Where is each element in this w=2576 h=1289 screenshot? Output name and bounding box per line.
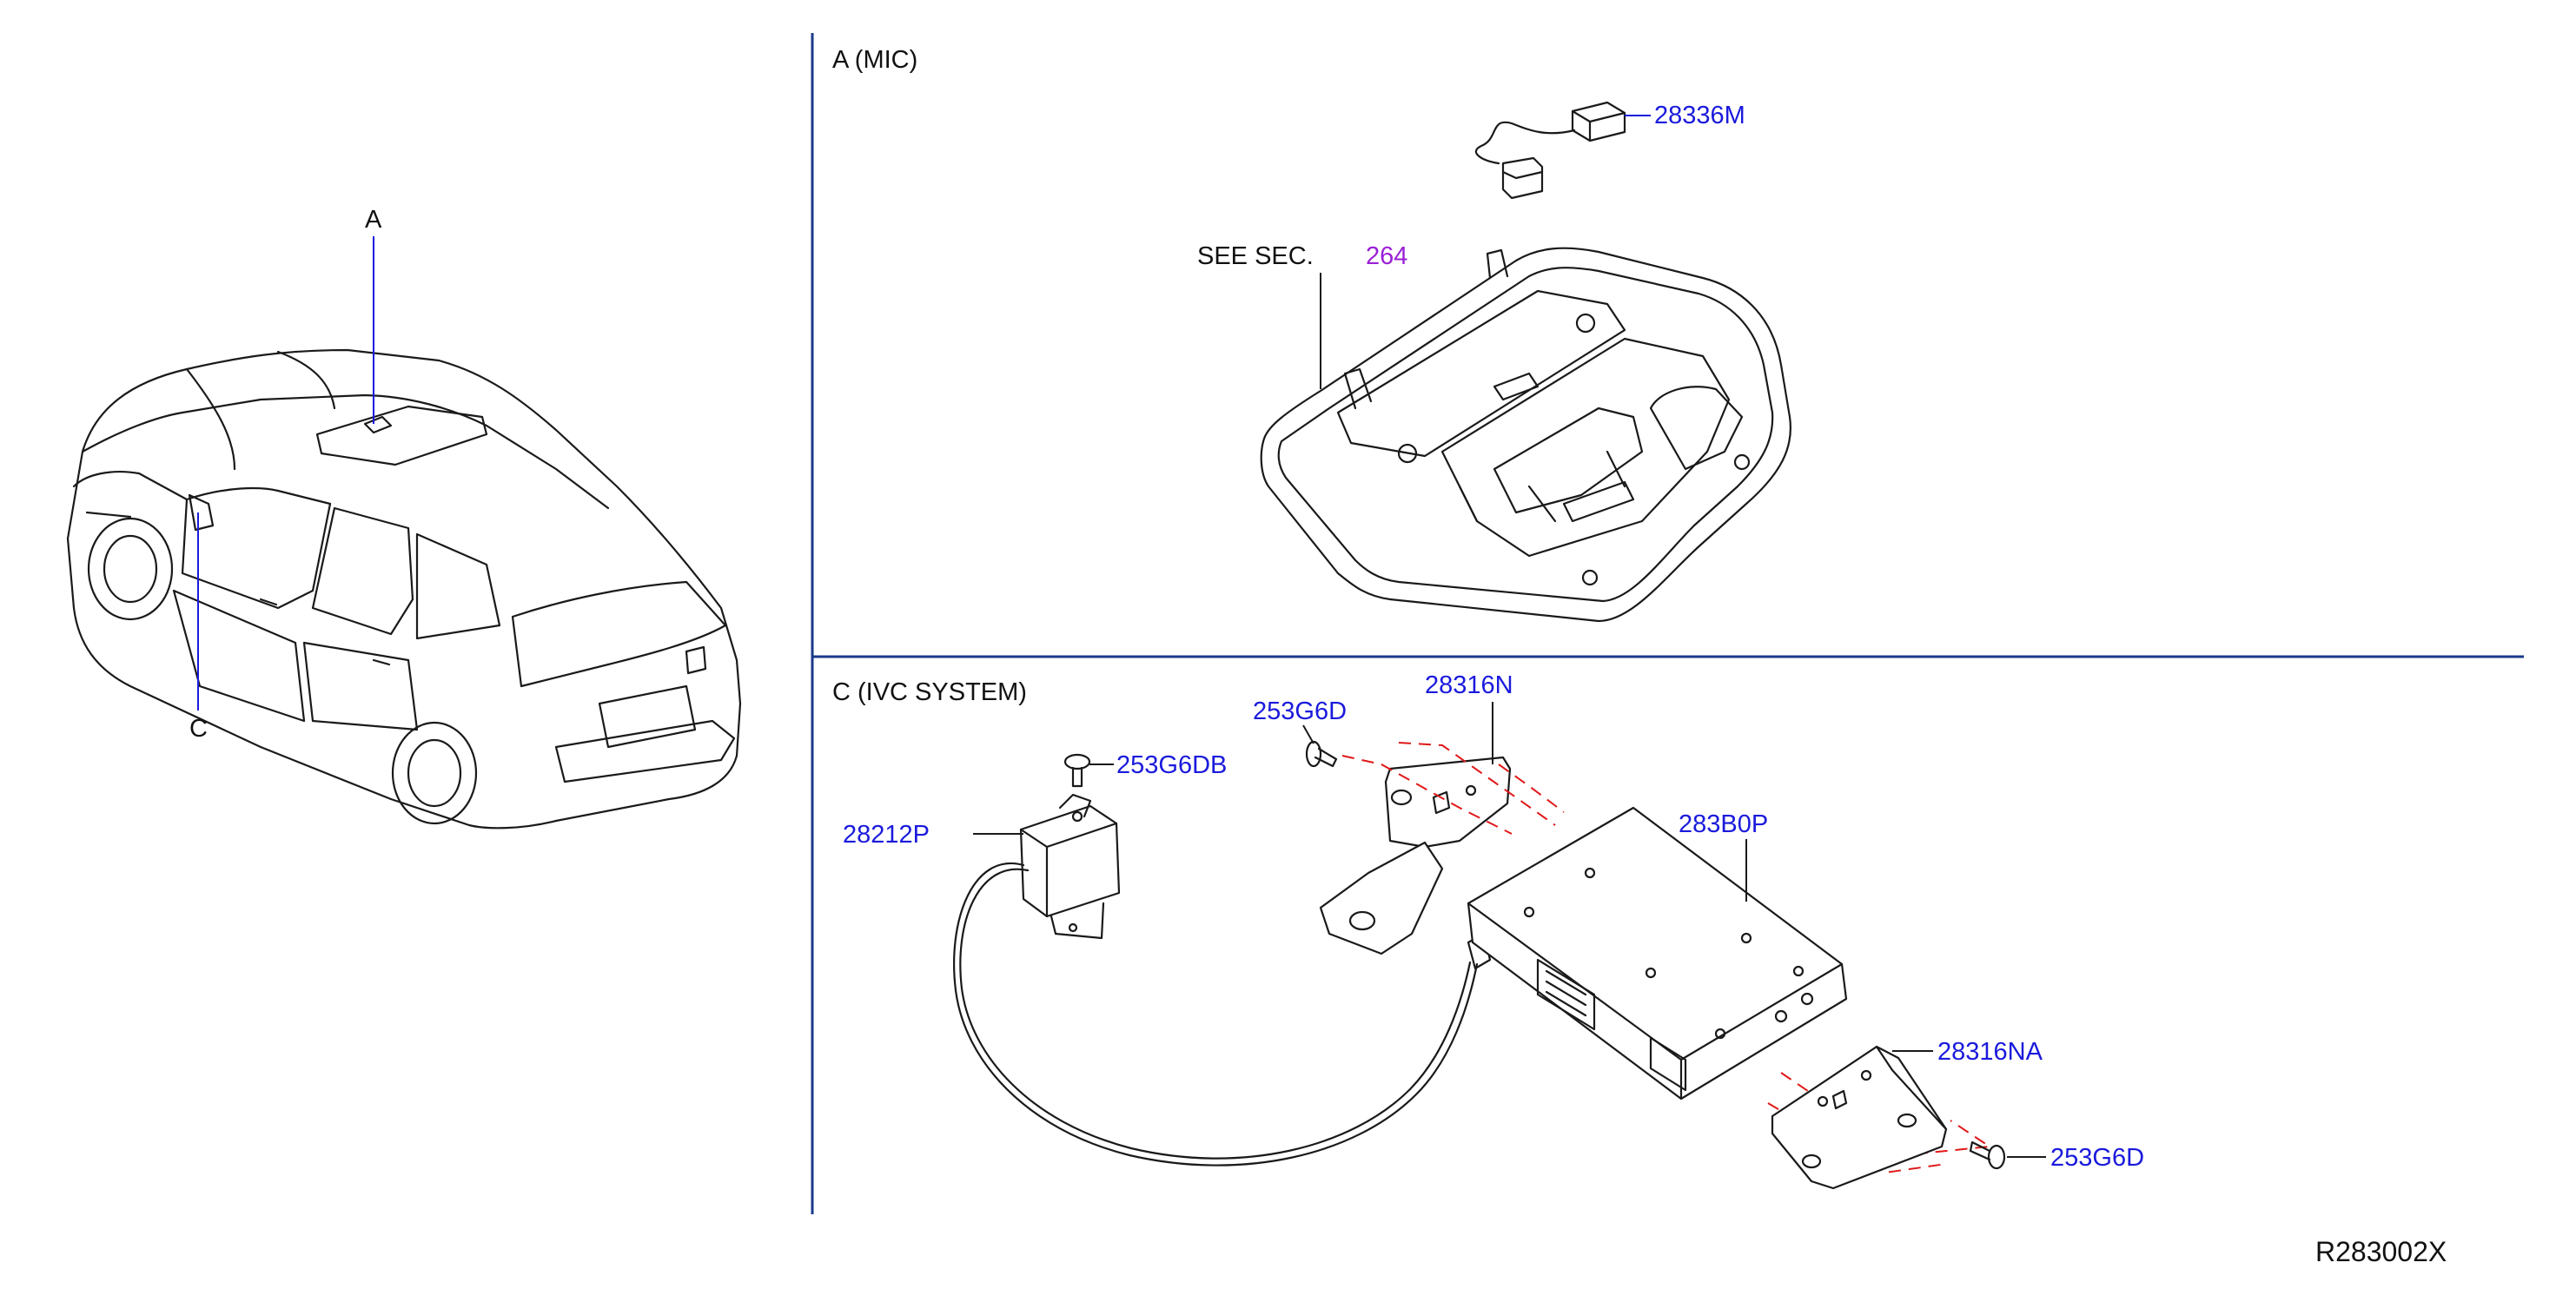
antenna-unit <box>953 793 1492 1167</box>
part-label-28316n: 28316N <box>1425 671 1513 699</box>
see-sec-text: SEE SEC. <box>1197 242 1314 270</box>
diagram-code: R283002X <box>2315 1236 2447 1267</box>
part-label-253g6db: 253G6DB <box>1116 751 1227 779</box>
microphone-part <box>1474 101 1626 200</box>
ivc-control-unit <box>1467 806 1848 1101</box>
part-label-28212p: 28212P <box>843 821 930 849</box>
bracket-28316n <box>1319 756 1512 955</box>
leader-253g6d-upper <box>1302 724 1314 744</box>
section-c-title: C (IVC SYSTEM) <box>832 678 1027 706</box>
assembly-line-upper-2 <box>1341 755 1513 835</box>
marker-c: C <box>189 715 208 743</box>
part-label-253g6d-lower: 253G6D <box>2050 1144 2144 1172</box>
section-a-title: A (MIC) <box>832 46 917 74</box>
marker-a: A <box>365 206 382 234</box>
part-label-283b0p: 283B0P <box>1679 810 1768 838</box>
assembly-line-upper-1 <box>1398 742 1556 826</box>
overhead-console <box>1260 247 1791 623</box>
vehicle-illustration <box>66 348 742 830</box>
screw-253g6db-shape <box>1063 753 1091 788</box>
assembly-line-lower-1 <box>1780 1072 1992 1157</box>
rear-wheel <box>391 721 478 825</box>
screw-253g6d-lower-shape <box>1969 1140 2006 1170</box>
part-label-28316na: 28316NA <box>1937 1038 2043 1066</box>
part-label-28336m: 28336M <box>1654 102 1745 129</box>
part-label-253g6d-upper: 253G6D <box>1253 697 1347 725</box>
assembly-line-upper-3 <box>1498 763 1565 813</box>
front-wheel <box>87 517 174 621</box>
see-sec-number: 264 <box>1366 242 1407 270</box>
screw-253g6d-upper-shape <box>1305 740 1338 768</box>
bracket-28316na <box>1771 1045 1948 1190</box>
